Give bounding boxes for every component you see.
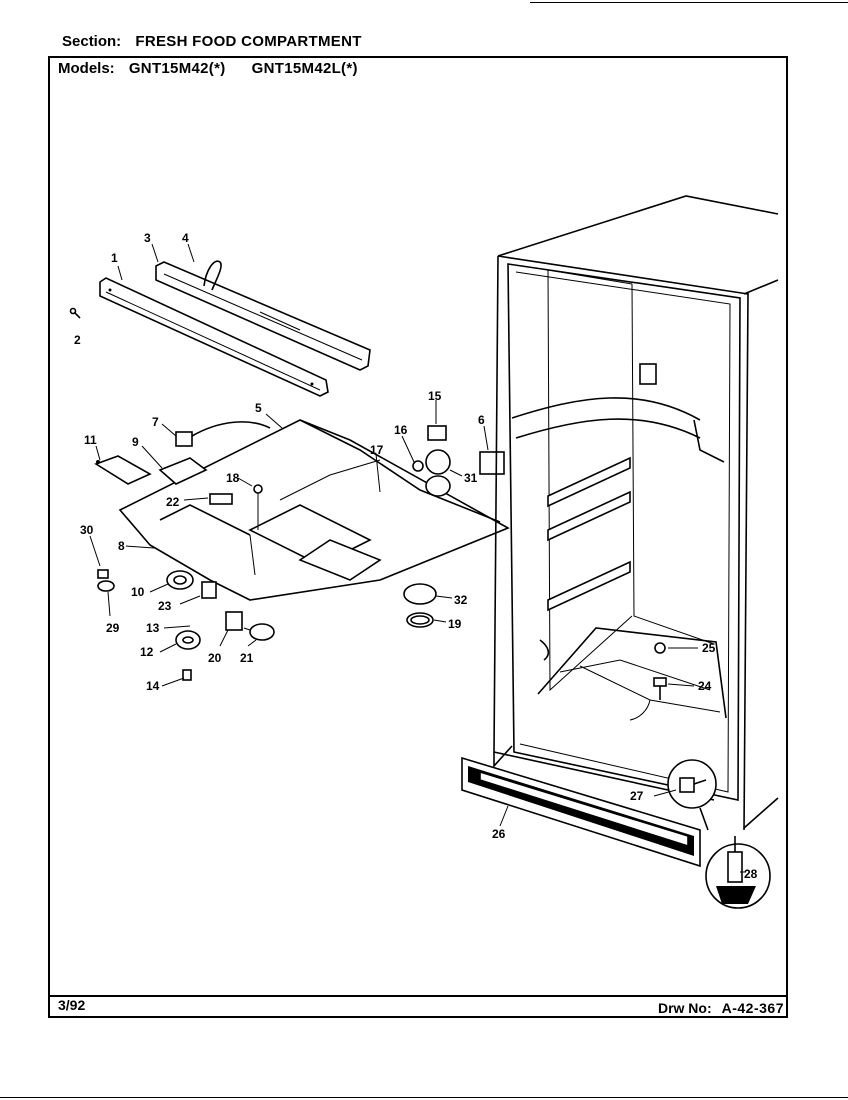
- callout-numbers: 1 2 3 4 5 6 7 8 9 10 11 12 13 14 15 16 1…: [74, 231, 758, 881]
- bottom-edge-rule: [0, 1097, 848, 1098]
- socket-part-10: [166, 570, 194, 590]
- drawing-number-label: Drw No:: [657, 1000, 712, 1016]
- drawing-number: Drw No: A-42-367: [658, 1000, 784, 1016]
- section-label: Section:: [62, 33, 122, 50]
- control-housing-part-5: [118, 419, 510, 601]
- callout-4: 4: [182, 231, 189, 245]
- callout-5: 5: [255, 401, 262, 415]
- models-label: Models:: [58, 60, 115, 77]
- diagram-frame: [48, 56, 788, 1018]
- thermostat-part-15: [425, 425, 451, 497]
- callout-29: 29: [106, 621, 120, 635]
- callout-22: 22: [166, 495, 180, 509]
- detail-circle-part-27: [667, 759, 717, 831]
- plate-part-11: [94, 455, 152, 485]
- refrigerator-cabinet: [493, 195, 779, 831]
- section-header: Section: FRESH FOOD COMPARTMENT: [62, 33, 362, 50]
- lamp-socket-part-12: [175, 630, 201, 650]
- date-code: 3/92: [58, 997, 86, 1013]
- cover-part-32: [403, 583, 437, 605]
- callout-18: 18: [226, 471, 240, 485]
- callout-30: 30: [80, 523, 94, 537]
- bracket-part-6: [479, 451, 505, 475]
- clip-part-30: [97, 569, 109, 579]
- callout-20: 20: [208, 651, 222, 665]
- section-value: FRESH FOOD COMPARTMENT: [135, 33, 362, 50]
- callout-25: 25: [702, 641, 716, 655]
- screw-part-24: [653, 677, 667, 700]
- switch-part-20: [225, 611, 243, 631]
- callout-16: 16: [394, 423, 408, 437]
- callout-11: 11: [84, 433, 97, 447]
- knob-part-16: [412, 460, 424, 472]
- models-header: Models: GNT15M42(*) GNT15M42L(*): [58, 60, 358, 77]
- drawing-number-value: A-42-367: [721, 1000, 784, 1016]
- ring-part-19: [406, 612, 434, 628]
- callout-12: 12: [140, 645, 154, 659]
- model-number-1: GNT15M42(*): [128, 60, 226, 77]
- screw-part-2: [69, 307, 81, 319]
- callout-13: 13: [146, 621, 160, 635]
- callout-24: 24: [698, 679, 712, 693]
- callout-3: 3: [144, 231, 151, 245]
- bolt-part-25: [654, 642, 666, 654]
- callout-28: 28: [744, 867, 758, 881]
- leader-lines: [89, 243, 746, 873]
- bulb-part-21: [243, 623, 275, 641]
- callout-14: 14: [146, 679, 160, 693]
- base-grille-part-26: [461, 756, 701, 868]
- screw-part-14: [182, 669, 192, 681]
- footer-divider: [48, 995, 788, 997]
- callout-6: 6: [478, 413, 485, 427]
- screw-part-18: [253, 484, 263, 530]
- rail-part-3: [155, 261, 371, 371]
- wire-part-4: [203, 260, 222, 291]
- callout-2: 2: [74, 333, 81, 347]
- callout-17: 17: [370, 443, 384, 457]
- callout-7: 7: [152, 415, 159, 429]
- callout-1: 1: [111, 251, 118, 265]
- top-edge-rule: [530, 2, 848, 3]
- switch-part-7: [175, 421, 271, 447]
- ring-part-29: [97, 580, 115, 592]
- callout-31: 31: [464, 471, 478, 485]
- callout-15: 15: [428, 389, 442, 403]
- rail-part-1: [99, 277, 329, 397]
- callout-10: 10: [131, 585, 145, 599]
- callout-32: 32: [454, 593, 468, 607]
- detail-circle-part-28: [705, 836, 771, 909]
- clip-part-22: [209, 493, 233, 505]
- callout-26: 26: [492, 827, 506, 841]
- bracket-part-9: [158, 457, 208, 485]
- model-number-2: GNT15M42L(*): [251, 60, 358, 77]
- callout-27: 27: [630, 789, 644, 803]
- callout-21: 21: [240, 651, 254, 665]
- clip-part-23: [201, 581, 217, 599]
- callout-23: 23: [158, 599, 172, 613]
- callout-19: 19: [448, 617, 462, 631]
- callout-8: 8: [118, 539, 125, 553]
- callout-9: 9: [132, 435, 139, 449]
